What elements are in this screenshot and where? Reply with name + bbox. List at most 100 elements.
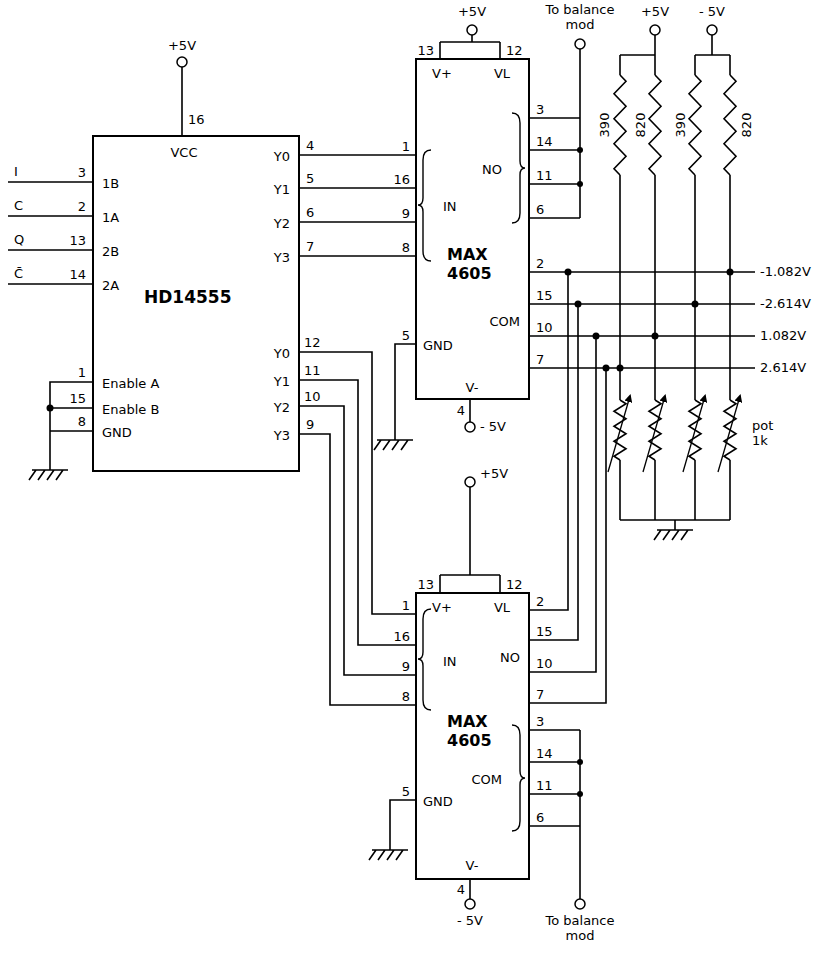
pin-name: VCC <box>170 145 197 160</box>
signal-name: C <box>14 198 23 213</box>
signal-wire <box>530 368 606 703</box>
node-voltage: 1.082V <box>760 328 806 343</box>
signal-name: I <box>14 164 18 179</box>
terminal-circle <box>575 899 585 909</box>
pin-name: COM <box>471 772 502 787</box>
resistor-value: pot 1k <box>752 418 792 448</box>
signal-wire <box>300 255 415 257</box>
node-voltage: -1.082V <box>760 264 811 279</box>
bus-bracket <box>512 113 525 223</box>
chip-box: MAX 4605V+VLINNOCOMGNDV- <box>415 592 530 880</box>
pin-name: V- <box>466 380 479 395</box>
resistor-symbol <box>724 75 736 175</box>
pin-number: 5 <box>402 784 410 799</box>
supply-label: - 5V <box>699 4 725 19</box>
pot-wiper-arrow <box>718 396 740 472</box>
chip-name: HD14555 <box>144 287 231 307</box>
junction-dot <box>47 147 734 797</box>
net-label: To balance mod <box>538 913 622 943</box>
pin-name: 2B <box>102 244 119 259</box>
signal-name: C̄ <box>14 266 23 281</box>
pin-number: 12 <box>506 43 523 58</box>
ground-symbol <box>29 440 693 860</box>
pin-number: 6 <box>536 810 544 825</box>
pin-number: 7 <box>536 352 544 367</box>
junction-dot <box>727 269 734 276</box>
wire <box>390 487 580 899</box>
pin-number: 13 <box>417 43 434 58</box>
junction-dot <box>47 405 54 412</box>
chip-name: MAX 4605 <box>447 712 502 750</box>
signal-wire <box>530 336 596 672</box>
resistor-symbol <box>614 75 736 460</box>
pin-name: Y2 <box>274 400 290 415</box>
signal-wire <box>300 155 606 705</box>
net-label: To balance mod <box>538 2 622 32</box>
pin-number: 10 <box>304 389 321 404</box>
pin-number: 2 <box>78 199 86 214</box>
supply-label: +5V <box>168 38 196 53</box>
bus-bracket <box>418 150 431 261</box>
pin-number: 16 <box>188 112 205 127</box>
pin-number: 3 <box>78 165 86 180</box>
node-voltage: -2.614V <box>760 296 811 311</box>
pin-name: COM <box>489 314 520 329</box>
pin-number: 15 <box>536 624 553 639</box>
supply-label: - 5V <box>480 419 506 434</box>
pin-name: Y1 <box>274 374 290 389</box>
pin-number: 3 <box>536 102 544 117</box>
junction-dot <box>577 147 583 153</box>
signal-wire <box>300 434 415 705</box>
pin-number: 8 <box>402 240 410 255</box>
terminal-circle <box>177 57 187 67</box>
resistor-symbol <box>689 75 701 175</box>
signal-wire <box>300 187 415 189</box>
pin-name: VL <box>494 600 510 615</box>
supply-label: +5V <box>458 4 486 19</box>
signal-wire <box>300 154 415 156</box>
junction-dot <box>577 759 583 765</box>
pin-number: 14 <box>69 267 86 282</box>
terminal-circle <box>465 477 475 487</box>
pin-number: 11 <box>304 363 321 378</box>
pin-name: Y0 <box>274 149 290 164</box>
pin-number: 7 <box>536 687 544 702</box>
supply-label: +5V <box>480 466 508 481</box>
pin-number: 14 <box>536 746 553 761</box>
junction-dot <box>577 181 583 187</box>
pin-name: Enable A <box>102 376 159 391</box>
pin-number: 11 <box>536 168 553 183</box>
pin-number: 9 <box>402 206 410 221</box>
signal-wire <box>300 406 415 675</box>
pin-number: 9 <box>402 659 410 674</box>
pot-wiper-arrow <box>683 396 705 472</box>
pin-number: 1 <box>78 365 86 380</box>
wire <box>8 67 182 470</box>
wire <box>395 35 755 440</box>
pin-number: 6 <box>306 205 314 220</box>
terminal-circle <box>650 25 660 35</box>
pin-name: GND <box>423 794 453 809</box>
pin-number: 4 <box>457 882 465 897</box>
pin-number: 5 <box>402 328 410 343</box>
pin-name: Y3 <box>274 428 290 443</box>
pin-number: 12 <box>506 577 523 592</box>
pin-name: VL <box>494 66 510 81</box>
terminal-circle <box>465 422 475 432</box>
signal-wire <box>300 380 415 645</box>
pin-name: NO <box>500 650 520 665</box>
pot-wiper-arrow <box>608 396 630 472</box>
pot-wiper-arrow <box>608 396 740 472</box>
pin-number: 7 <box>306 239 314 254</box>
pin-name: Y0 <box>274 346 290 361</box>
pin-number: 1 <box>402 139 410 154</box>
pin-number: 10 <box>536 656 553 671</box>
pin-number: 15 <box>69 391 86 406</box>
pin-name: GND <box>102 425 132 440</box>
terminal-circle <box>707 25 717 35</box>
chip-name: MAX 4605 <box>447 245 502 283</box>
pin-name: 1A <box>102 210 119 225</box>
pin-name: GND <box>423 338 453 353</box>
pin-number: 1 <box>402 598 410 613</box>
wire <box>8 35 755 899</box>
